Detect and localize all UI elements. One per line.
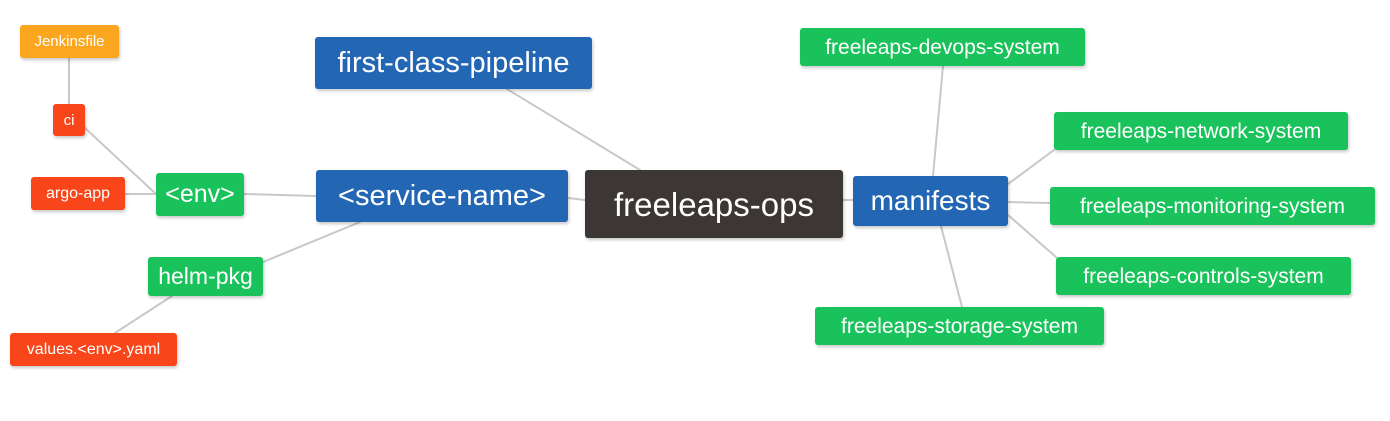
mindmap-node-freeleaps-devops-system[interactable]: freeleaps-devops-system — [800, 28, 1085, 66]
mindmap-edge — [932, 65, 944, 177]
mindmap-node-label: <service-name> — [338, 179, 546, 212]
mindmap-node-first-class-pipeline[interactable]: first-class-pipeline — [315, 37, 592, 89]
mindmap-edge — [1007, 149, 1055, 185]
mindmap-node-label: first-class-pipeline — [337, 46, 570, 79]
mindmap-edge — [567, 197, 586, 201]
mindmap-node-argo-app[interactable]: argo-app — [31, 177, 125, 210]
mindmap-node-label: manifests — [870, 185, 991, 216]
mindmap-node-freeleaps-controls-system[interactable]: freeleaps-controls-system — [1056, 257, 1351, 295]
mindmap-node-label: freeleaps-controls-system — [1083, 264, 1324, 288]
mindmap-node-label: freeleaps-network-system — [1080, 119, 1322, 143]
mindmap-edge — [114, 295, 173, 334]
mindmap-node-label: freeleaps-storage-system — [841, 314, 1078, 338]
mindmap-node-label: freeleaps-devops-system — [825, 35, 1060, 59]
mindmap-node-label: argo-app — [45, 184, 111, 202]
mindmap-node-service-name[interactable]: <service-name> — [316, 170, 568, 222]
mindmap-node-manifests[interactable]: manifests — [853, 176, 1008, 226]
mindmap-node-freeleaps-monitoring-system[interactable]: freeleaps-monitoring-system — [1050, 187, 1375, 225]
mindmap-edge — [506, 88, 641, 171]
mindmap-node-label: Jenkinsfile — [34, 33, 105, 50]
mindmap-edge — [1007, 201, 1051, 204]
mindmap-node-freeleaps-network-system[interactable]: freeleaps-network-system — [1054, 112, 1348, 150]
mindmap-edge — [1007, 214, 1057, 258]
mindmap-node-freeleaps-storage-system[interactable]: freeleaps-storage-system — [815, 307, 1104, 345]
mindmap-node-env[interactable]: <env> — [156, 173, 244, 216]
mindmap-node-label: values.<env>.yaml — [26, 340, 161, 358]
mindmap-edge — [940, 225, 963, 308]
mindmap-node-label: freeleaps-monitoring-system — [1080, 194, 1345, 218]
mindmap-node-label: helm-pkg — [158, 263, 253, 289]
mindmap-node-freeleaps-ops[interactable]: freeleaps-ops — [585, 170, 843, 238]
mindmap-node-ci[interactable]: ci — [53, 104, 85, 136]
mindmap-node-label: <env> — [165, 180, 235, 208]
mindmap-edge — [262, 221, 361, 263]
mindmap-node-helm-pkg[interactable]: helm-pkg — [148, 257, 263, 296]
mindmap-node-values-yaml[interactable]: values.<env>.yaml — [10, 333, 177, 366]
mindmap-node-label: ci — [63, 111, 75, 129]
mindmap-edge — [243, 193, 317, 197]
mindmap-node-label: freeleaps-ops — [614, 185, 814, 223]
mindmap-node-jenkinsfile[interactable]: Jenkinsfile — [20, 25, 119, 58]
